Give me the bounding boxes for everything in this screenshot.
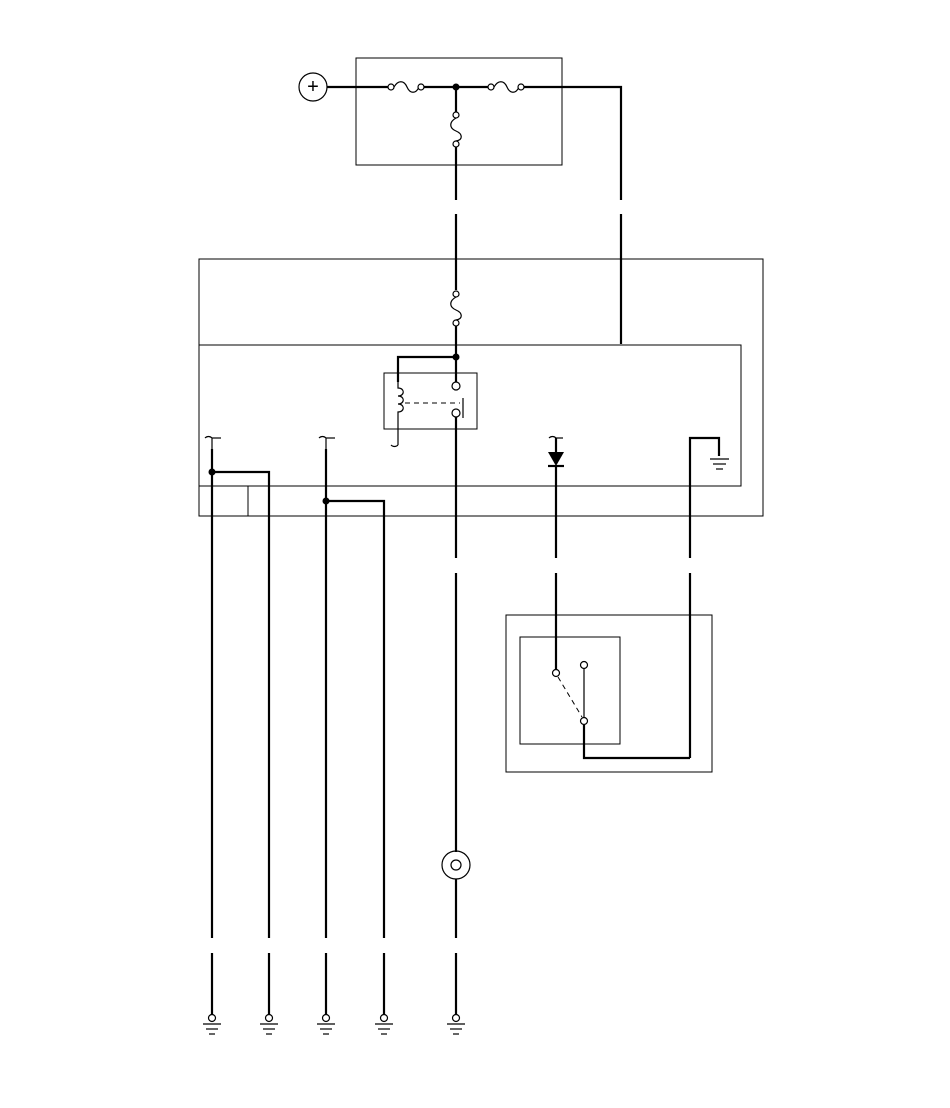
control-module-outer xyxy=(198,258,764,517)
fuse-1-icon xyxy=(387,81,425,93)
control-module-inner xyxy=(198,344,742,487)
ground-5-icon xyxy=(447,1013,465,1035)
switch-icon[interactable] xyxy=(551,660,691,760)
switch-module-inner xyxy=(519,636,621,745)
relay-icon xyxy=(383,372,478,448)
module-ground-icon xyxy=(688,436,729,558)
ground-4-icon xyxy=(375,1013,393,1035)
lamp-icon xyxy=(441,850,471,880)
diode-icon xyxy=(548,435,564,558)
fuse-2-icon xyxy=(487,81,525,93)
ground-3-icon xyxy=(317,1013,335,1035)
fuse-box xyxy=(355,57,563,166)
module-fuse-icon xyxy=(450,290,462,327)
left-connector-1 xyxy=(204,435,221,449)
ground-1-icon xyxy=(203,1013,221,1035)
switch-module-outer xyxy=(505,614,713,773)
left-connector-2 xyxy=(318,435,335,449)
fuse-3-icon xyxy=(450,87,462,200)
battery-positive-label: + xyxy=(307,76,319,98)
battery-positive-terminal: + xyxy=(298,72,328,102)
ground-2-icon xyxy=(260,1013,278,1035)
